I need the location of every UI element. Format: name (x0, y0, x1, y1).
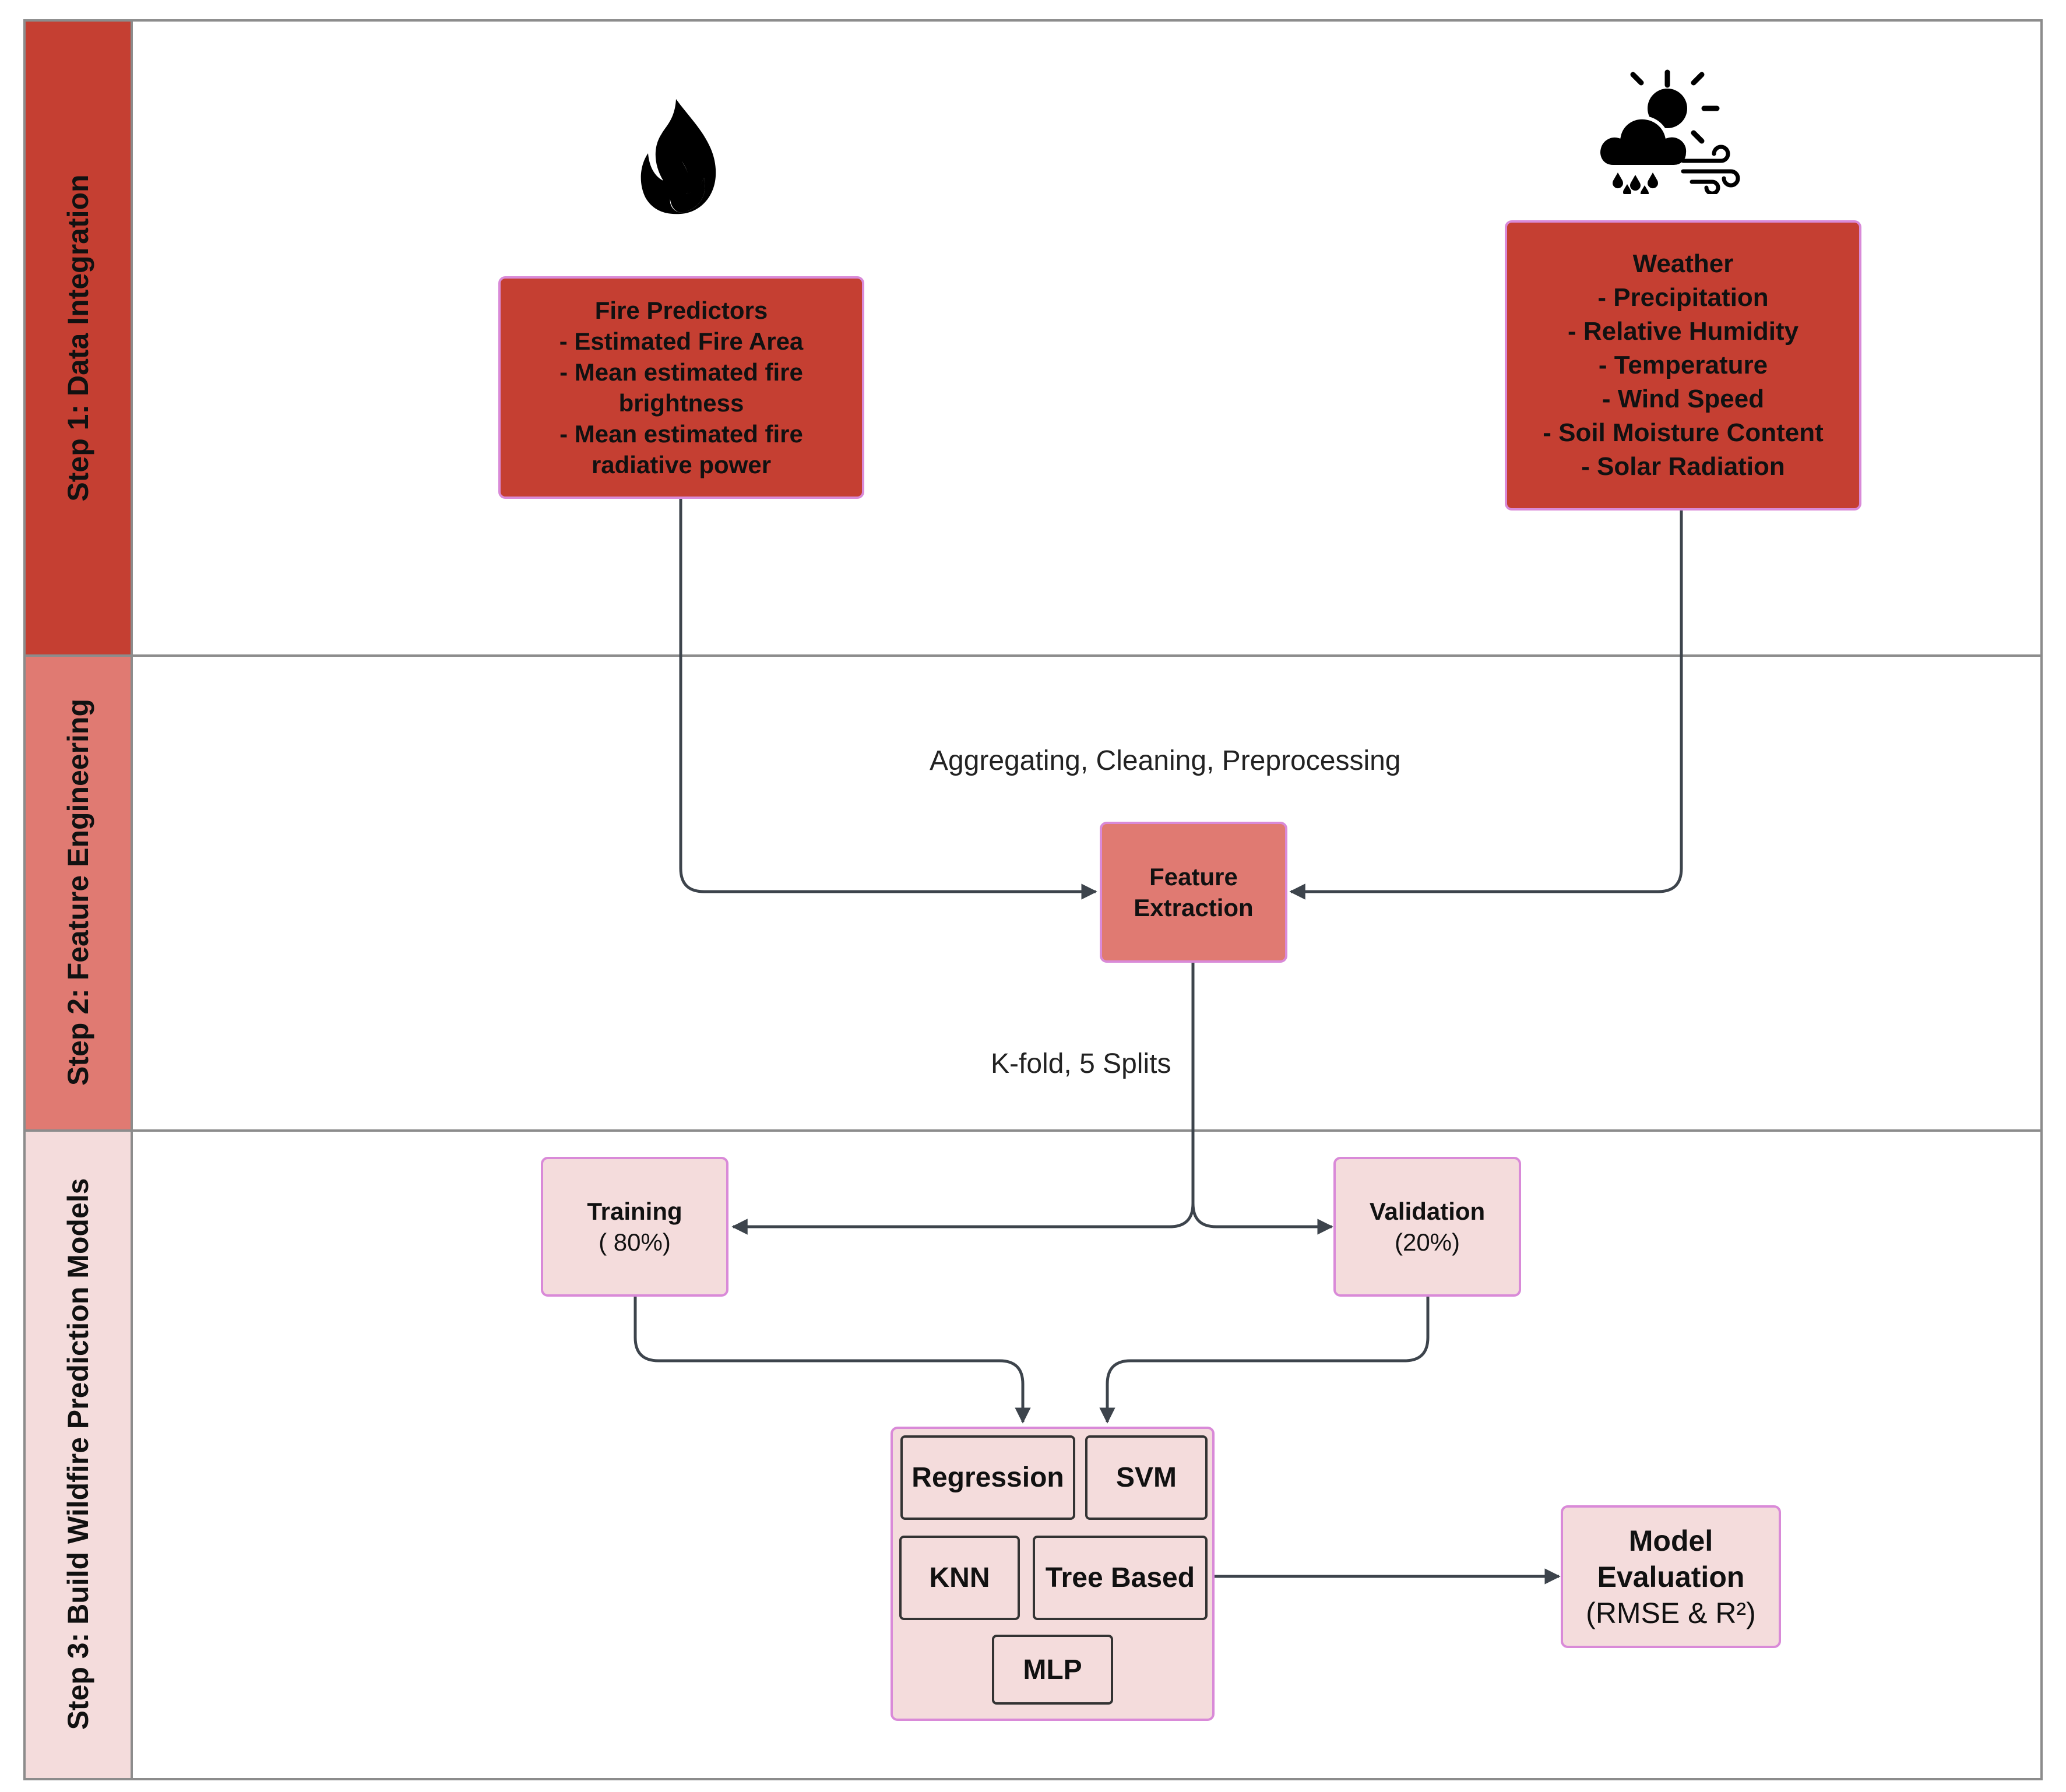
feature-extraction-box: Feature Extraction (1100, 822, 1287, 963)
lane-step2-label: Step 2: Feature Engineering (23, 654, 133, 1129)
feature-extraction-line: Feature (1149, 863, 1238, 890)
model-tree-based: Tree Based (1033, 1536, 1208, 1620)
fire-icon (640, 99, 716, 214)
fire-predictors-title: Fire Predictors (594, 297, 768, 324)
fire-predictor-item: - Mean estimated fire (559, 358, 803, 386)
model-svm: SVM (1085, 1435, 1208, 1520)
validation-box: Validation (20%) (1333, 1157, 1521, 1297)
model-knn: KNN (899, 1536, 1020, 1620)
evaluation-line2: Evaluation (1597, 1560, 1745, 1593)
fire-predictor-item: brightness (618, 389, 744, 417)
weather-item: - Soil Moisture Content (1543, 418, 1824, 447)
model-evaluation-box: Model Evaluation (RMSE & R²) (1561, 1505, 1781, 1648)
evaluation-line1: Model (1628, 1524, 1713, 1557)
validation-title: Validation (1369, 1198, 1486, 1225)
weather-item: - Precipitation (1597, 283, 1769, 312)
lane-divider-1 (23, 654, 2043, 657)
weather-item: - Temperature (1598, 351, 1768, 379)
training-percent: ( 80%) (599, 1228, 671, 1256)
weather-icon (1597, 69, 1740, 194)
lane-divider-2 (23, 1129, 2043, 1132)
model-regression: Regression (900, 1435, 1075, 1520)
fire-predictor-item: - Estimated Fire Area (559, 328, 804, 355)
fire-predictors-box: Fire Predictors - Estimated Fire Area - … (498, 276, 864, 499)
kfold-caption: K-fold, 5 Splits (991, 1048, 1171, 1079)
fire-predictor-item: radiative power (591, 451, 772, 478)
weather-item: - Solar Radiation (1581, 452, 1785, 481)
evaluation-metrics: (RMSE & R²) (1586, 1596, 1756, 1629)
model-mlp: MLP (992, 1635, 1113, 1705)
training-title: Training (587, 1198, 682, 1225)
training-box: Training ( 80%) (541, 1157, 728, 1297)
weather-item: - Wind Speed (1602, 385, 1765, 413)
lane-step1-label: Step 1: Data Integration (23, 19, 133, 654)
weather-title: Weather (1632, 249, 1734, 278)
weather-box: Weather - Precipitation - Relative Humid… (1505, 220, 1861, 511)
feature-extraction-line: Extraction (1134, 894, 1254, 921)
validation-percent: (20%) (1394, 1228, 1460, 1256)
lane-step3-label: Step 3: Build Wildfire Prediction Models (23, 1129, 133, 1780)
weather-item: - Relative Humidity (1567, 317, 1799, 346)
fire-predictor-item: - Mean estimated fire (559, 420, 803, 448)
preprocessing-caption: Aggregating, Cleaning, Preprocessing (930, 745, 1401, 776)
